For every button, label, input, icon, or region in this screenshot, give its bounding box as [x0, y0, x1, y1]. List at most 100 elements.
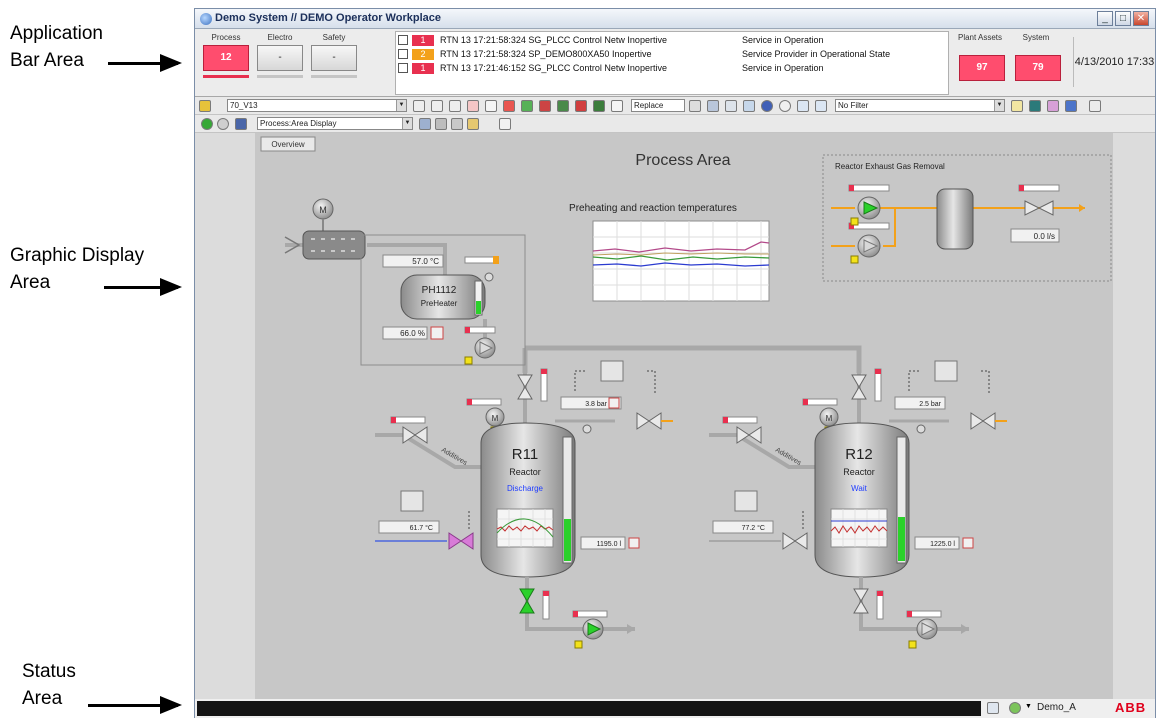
exhaust-fan-2[interactable] — [857, 234, 881, 258]
pressure-controller[interactable] — [934, 360, 958, 382]
alarm-row[interactable]: 1 RTN 13 17:21:58:324 SG_PLCC Control Ne… — [398, 35, 946, 47]
r11-pressure-box[interactable] — [560, 396, 622, 410]
tool-icon[interactable] — [725, 100, 737, 112]
tool-icon[interactable] — [539, 100, 551, 112]
tool-icon[interactable] — [743, 100, 755, 112]
ack-checkbox[interactable] — [398, 35, 408, 45]
r11-coolant-valve[interactable] — [448, 532, 474, 550]
faceplate-icon[interactable] — [628, 537, 640, 549]
tool-icon[interactable] — [575, 100, 587, 112]
temperature-controller[interactable] — [734, 490, 758, 512]
exhaust-fan-1[interactable] — [857, 196, 881, 220]
filter-combo[interactable]: No Filter▼ — [835, 99, 1005, 112]
alarm-count-badge[interactable]: 12 — [203, 45, 249, 71]
r12-level-box[interactable] — [914, 536, 960, 550]
r11-temp-box[interactable] — [378, 520, 440, 534]
tool-icon[interactable] — [593, 100, 605, 112]
tool-icon[interactable] — [815, 100, 827, 112]
r12-coolant-valve[interactable] — [782, 532, 808, 550]
temperature-controller[interactable] — [400, 490, 424, 512]
info-icon[interactable] — [779, 100, 791, 112]
status-icon[interactable] — [987, 702, 999, 714]
event-list-icon[interactable] — [521, 100, 533, 112]
tool-icon[interactable] — [1089, 100, 1101, 112]
tool-icon[interactable] — [1065, 100, 1077, 112]
tool-icon[interactable] — [1011, 100, 1023, 112]
minimize-button[interactable]: _ — [1097, 11, 1113, 26]
r11-vent-valve[interactable] — [636, 412, 662, 430]
r12-discharge-pump[interactable] — [916, 618, 938, 640]
mixer-unit[interactable] — [302, 230, 366, 260]
r11-discharge-pump[interactable] — [582, 618, 604, 640]
replace-combo[interactable]: Replace — [631, 99, 685, 112]
reactor-r12[interactable]: R12 Reactor Wait — [814, 422, 910, 578]
r12-motor[interactable]: M — [819, 407, 839, 427]
reactor-r11[interactable]: R11 Reactor Discharge — [480, 422, 576, 578]
back-tool-icon[interactable] — [413, 100, 425, 112]
r12-inlet-valve[interactable] — [851, 374, 867, 400]
r11-additive-valve[interactable] — [402, 426, 428, 444]
alarm-list-icon[interactable] — [503, 100, 515, 112]
r12-additive-valve[interactable] — [736, 426, 762, 444]
tool-icon[interactable] — [707, 100, 719, 112]
exhaust-flow-box[interactable] — [1010, 228, 1060, 243]
chevron-down-icon[interactable]: ▼ — [396, 100, 406, 111]
alarm-count-badge[interactable]: - — [257, 45, 303, 71]
preheater-temp-box[interactable] — [382, 254, 444, 268]
tool-icon[interactable] — [557, 100, 569, 112]
view-icon[interactable] — [235, 118, 247, 130]
r11-outlet-valve[interactable] — [519, 588, 535, 614]
r11-motor[interactable]: M — [485, 407, 505, 427]
r11-inlet-valve[interactable] — [517, 374, 533, 400]
page-icon[interactable] — [499, 118, 511, 130]
alarm-count-badge[interactable]: 97 — [959, 55, 1005, 81]
tool-icon[interactable] — [449, 100, 461, 112]
ack-checkbox[interactable] — [398, 63, 408, 73]
tool-icon[interactable] — [611, 100, 623, 112]
user-icon[interactable] — [1009, 702, 1021, 714]
maximize-button[interactable]: □ — [1115, 11, 1131, 26]
exhaust-valve[interactable] — [1024, 200, 1054, 216]
chevron-down-icon[interactable] — [689, 100, 701, 112]
pressure-controller[interactable] — [600, 360, 624, 382]
close-button[interactable]: ✕ — [1133, 11, 1149, 26]
faceplate-icon[interactable] — [962, 537, 974, 549]
alarm-count-badge[interactable]: 79 — [1015, 55, 1061, 81]
preheater-pump[interactable] — [474, 337, 496, 359]
mixer-motor[interactable]: M — [312, 198, 334, 220]
print-icon[interactable] — [451, 118, 463, 130]
back-arrow-icon[interactable] — [201, 118, 213, 130]
preheater-level-box[interactable] — [382, 326, 428, 340]
chevron-down-icon[interactable]: ▼ — [1025, 703, 1032, 710]
chevron-down-icon[interactable]: ▼ — [402, 118, 412, 129]
alarm-list[interactable]: 1 RTN 13 17:21:58:324 SG_PLCC Control Ne… — [395, 31, 949, 95]
overview-button[interactable]: Overview — [260, 136, 316, 152]
tool-icon[interactable] — [797, 100, 809, 112]
tool-icon[interactable] — [1047, 100, 1059, 112]
r12-vent-valve[interactable] — [970, 412, 996, 430]
tool-icon[interactable] — [1029, 100, 1041, 112]
object-browser-icon[interactable] — [199, 100, 211, 112]
ack-checkbox[interactable] — [398, 49, 408, 59]
tool-icon[interactable] — [435, 118, 447, 130]
tool-icon[interactable] — [467, 118, 479, 130]
chevron-down-icon[interactable]: ▼ — [994, 100, 1004, 111]
aspect-combo[interactable]: Process:Area Display▼ — [257, 117, 413, 130]
forward-arrow-icon[interactable] — [217, 118, 229, 130]
faceplate-icon[interactable] — [430, 326, 444, 340]
tool-icon[interactable] — [431, 100, 443, 112]
r12-outlet-valve[interactable] — [853, 588, 869, 614]
exhaust-vessel[interactable] — [936, 188, 974, 250]
alarm-row[interactable]: 2 RTN 13 17:21:58:324 SP_DEMO800XA50 Ino… — [398, 49, 946, 61]
object-combo[interactable]: 70_V13▼ — [227, 99, 407, 112]
alarm-count-badge[interactable]: - — [311, 45, 357, 71]
temperature-trend[interactable] — [592, 220, 770, 302]
r12-trend[interactable] — [830, 508, 888, 548]
search-icon[interactable] — [485, 100, 497, 112]
r11-level-box[interactable] — [580, 536, 626, 550]
tool-icon[interactable] — [467, 100, 479, 112]
preheater-vessel[interactable]: PH1112 PreHeater — [400, 272, 494, 320]
faceplate-icon[interactable] — [608, 397, 620, 409]
r12-temp-box[interactable] — [712, 520, 774, 534]
r12-pressure-box[interactable] — [894, 396, 946, 410]
